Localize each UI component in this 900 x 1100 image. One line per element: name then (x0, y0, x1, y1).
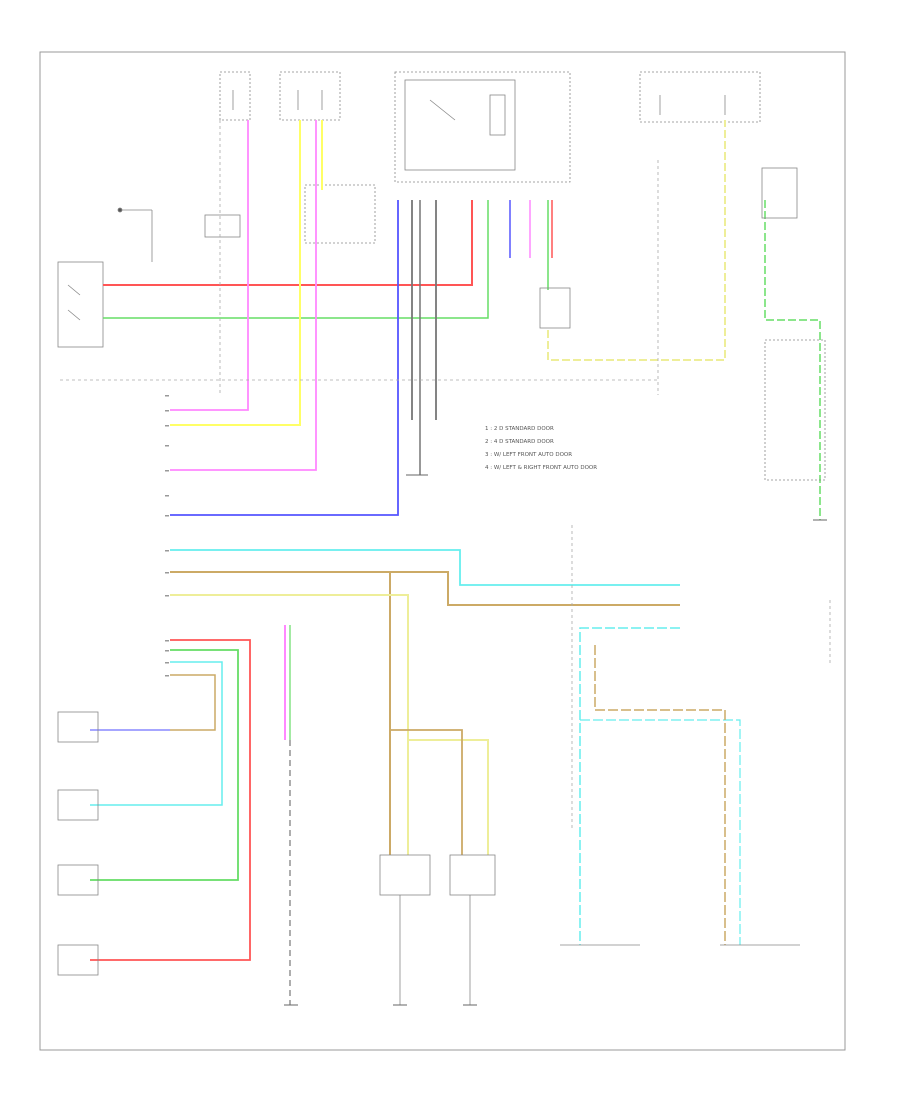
wire-lightyellow-branch (408, 739, 489, 855)
wire-lightyellow-lower (170, 594, 409, 855)
wire-pink-left (170, 120, 249, 411)
bottom-modules (379, 854, 800, 1005)
small-switch-box (204, 214, 241, 238)
wire-cyan-lower (579, 627, 680, 945)
wire-tan-right (594, 645, 726, 945)
wire-green-top (103, 200, 489, 319)
wire-pink-right (170, 120, 317, 471)
diagram-frame (39, 51, 846, 1051)
door-switches-left (57, 711, 99, 976)
wire-lightyellow-right (547, 120, 726, 361)
wire-green-right (764, 200, 821, 520)
fuse-box-right (639, 71, 761, 123)
wire-green-lower (90, 649, 239, 881)
legend: 1 : 2 D STANDARD DOOR 2 : 4 D STANDARD D… (485, 426, 597, 471)
wire-yellow-center (170, 120, 301, 426)
wire-red-top (103, 200, 473, 286)
legend-item-3: 3 : W/ LEFT FRONT AUTO DOOR (485, 452, 572, 458)
ground-symbols (284, 474, 827, 1006)
relay-small (539, 287, 571, 329)
wire-cyan (170, 549, 680, 586)
legend-item-1: 1 : 2 D STANDARD DOOR (485, 426, 554, 432)
wire-red-lower (90, 639, 251, 961)
wire-tan-left (170, 674, 216, 731)
legend-item-4: 4 : W/ LEFT & RIGHT FRONT AUTO DOOR (485, 465, 597, 471)
wire-cyan-left (90, 661, 223, 806)
pin-markers (165, 395, 169, 677)
fuse-box-left (219, 71, 341, 121)
legend-item-2: 2 : 4 D STANDARD DOOR (485, 439, 554, 445)
wire-tan (170, 571, 680, 606)
wire-cyan-right (580, 719, 741, 945)
relay-box-center (394, 71, 571, 183)
right-module-top (761, 167, 798, 219)
wire-tan-branch (390, 729, 463, 855)
dashed-connectors (60, 120, 831, 830)
right-module-mid (764, 339, 826, 481)
wire-blue (170, 200, 399, 516)
left-switch-module (57, 207, 153, 348)
